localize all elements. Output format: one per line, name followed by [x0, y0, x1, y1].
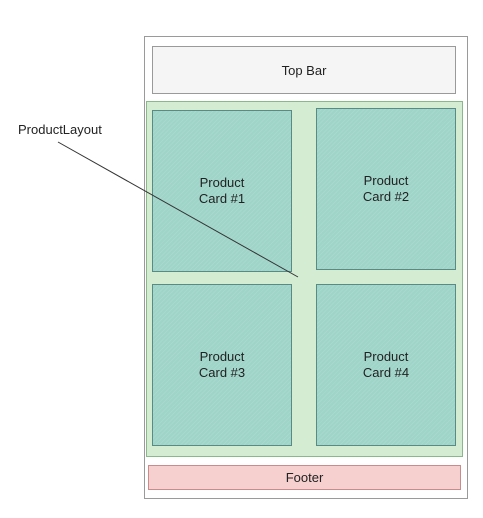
product-card-2: Product Card #2: [316, 108, 456, 270]
product-card-1-line2: Card #1: [198, 191, 246, 206]
top-bar-label: Top Bar: [281, 62, 327, 78]
product-card-4-line1: Product: [363, 349, 409, 364]
product-layout-callout: ProductLayout: [18, 122, 102, 137]
product-card-4-line2: Card #4: [362, 365, 410, 380]
product-card-4: Product Card #4: [316, 284, 456, 446]
product-card-2-line2: Card #2: [362, 189, 410, 204]
product-card-3-line1: Product: [199, 349, 245, 364]
product-card-2-line1: Product: [363, 173, 409, 188]
product-card-1: Product Card #1: [152, 110, 292, 272]
footer-bar: Footer: [148, 465, 461, 490]
footer-label: Footer: [285, 470, 324, 485]
product-card-3: Product Card #3: [152, 284, 292, 446]
product-card-3-line2: Card #3: [198, 365, 246, 380]
product-card-1-line1: Product: [199, 175, 245, 190]
top-bar: Top Bar: [152, 46, 456, 94]
